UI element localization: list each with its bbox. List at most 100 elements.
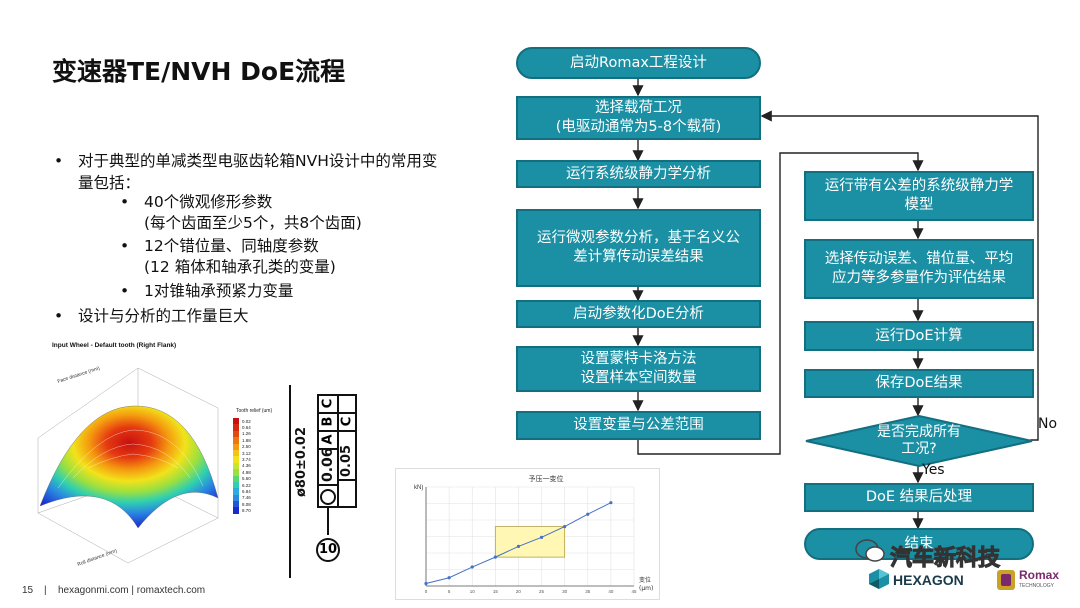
chart-x-tick-label: 45 [631, 589, 637, 594]
flow-node-label: 保存DoE结果 [875, 375, 963, 391]
wechat-icon [855, 538, 885, 564]
chart-title: 予压一变位 [529, 474, 564, 483]
chart-ylabel: kN) [414, 485, 423, 491]
chart-x-tick-label: 25 [539, 589, 545, 594]
flow-node-label: 运行带有公差的系统级静力学 [824, 178, 1014, 194]
gdt-diameter-text: ø80±0.02 [294, 427, 309, 497]
gdt-callout: ø80±0.02 0.06 C B A C 0.05 10 [288, 385, 358, 578]
surface-legend-swatch [233, 494, 239, 502]
hexagon-logo-icon [868, 568, 890, 590]
surface-legend-entry: 6.84 [233, 488, 251, 495]
surface-legend-entry: 3.74 [233, 456, 251, 463]
flow-node-label: 结束 [904, 535, 934, 552]
surface-legend-swatch [233, 437, 239, 444]
bullet-dot: • [54, 307, 64, 325]
gdt-row1-datum-b: B [320, 416, 336, 427]
flow-node-label: 工况? [901, 441, 937, 457]
surface-legend-entry: 1.26 [233, 430, 251, 438]
gdt-row1-datum-c: C [320, 398, 336, 409]
surface-legend-entry: 5.60 [233, 475, 251, 482]
bullet-line: 量包括： [78, 174, 141, 192]
surface-legend-value: 1.88 [242, 437, 251, 443]
flow-node-label: 启动参数化DoE分析 [573, 305, 704, 322]
flow-tolerance-node: 设置变量与公差范围 [516, 411, 761, 440]
flow-node-label: (电驱动通常为5-8个载荷) [555, 119, 722, 135]
chart-x-tick-label: 40 [608, 589, 614, 594]
sub-bullet-line: (每个齿面至少5个，共8个齿面) [144, 214, 362, 232]
flow-postprocess-node: DoE 结果后处理 [804, 483, 1034, 512]
surface-legend-value: 0.64 [242, 425, 251, 431]
surface-legend-swatch [233, 501, 239, 508]
flow-node-label: DoE 结果后处理 [865, 489, 973, 505]
sub-bullet-line: 1对锥轴承预紧力变量 [144, 282, 294, 300]
chart-data-point [424, 581, 428, 586]
chart-xlabel: 变位 [639, 576, 651, 584]
surface-legend-swatch [233, 475, 239, 482]
bullet-variables: • 对于典型的单减类型电驱齿轮箱NVH设计中的常用变 量包括： [54, 150, 504, 194]
surface-legend-swatch [233, 462, 239, 470]
surface-legend-value: 1.26 [242, 431, 251, 437]
surface-legend-value: 4.36 [242, 463, 251, 469]
surface-legend-entry: 1.88 [233, 437, 251, 444]
surface-legend-value: 7.46 [242, 495, 251, 501]
surface-legend-value: 8.08 [242, 501, 251, 507]
sub-bullet-line: (12 箱体和轴承孔类的变量) [144, 258, 336, 276]
flow-node-label: 运行系统级静力学分析 [566, 165, 711, 182]
flow-node-label: 设置样本空间数量 [580, 370, 697, 386]
surface-legend-swatch [233, 456, 239, 463]
romax-logo-subtext: TECHNOLOGY [1019, 583, 1055, 589]
surface-legend-entry: 3.12 [233, 449, 251, 457]
surface-legend-value: 8.70 [242, 508, 251, 514]
surface-legend-entry: 7.46 [233, 494, 251, 502]
surface-legend-value: 3.12 [242, 450, 251, 456]
surface-legend-entry: 6.22 [233, 481, 251, 489]
flow-tolerance-model-node: 运行带有公差的系统级静力学 模型 [804, 171, 1034, 221]
surface-axis-label-bottom: Roll distance (mm) [77, 548, 119, 568]
sub-bullet-preload: • 1对锥轴承预紧力变量 [120, 281, 500, 302]
chart-data-point [539, 535, 544, 539]
flow-node-label: 是否完成所有 [877, 424, 961, 440]
sub-bullet-micro: • 40个微观修形参数 (每个齿面至少5个，共8个齿面) [120, 192, 500, 234]
surface-legend-entry: 4.36 [233, 462, 251, 470]
surface-legend-value: 3.74 [242, 457, 251, 463]
bullet-workload: • 设计与分析的工作量巨大 [54, 305, 504, 327]
flow-select-outputs-node: 选择传动误差、错位量、平均 应力等多参量作为评估结果 [804, 239, 1034, 299]
surface-axis-label-top: Face distance (mm) [57, 365, 101, 384]
chart-x-tick-label: 10 [470, 589, 476, 594]
surface-legend-entry: 2.50 [233, 443, 251, 450]
gdt-row2-datum: C [339, 416, 355, 427]
bullet-line: 对于典型的单减类型电驱齿轮箱NVH设计中的常用变 [78, 152, 438, 170]
surface-legend-swatch [233, 507, 239, 514]
footer-links: hexagonmi.com | romaxtech.com [58, 585, 206, 596]
surface-legend-value: 5.60 [242, 476, 251, 482]
bullet-dot: • [120, 193, 130, 211]
sub-bullet-line: 12个错位量、同轴度参数 [144, 237, 319, 255]
chart-data-point [586, 512, 590, 516]
decision-no-label: No [1038, 416, 1058, 432]
surface-legend-entry: 8.70 [233, 507, 251, 514]
surface-legend-swatch [233, 443, 239, 450]
flow-node-label: 启动Romax工程设计 [570, 54, 707, 71]
surface-legend-value: 4.98 [242, 469, 251, 475]
surface-plot-graphic: Face distance (mm) Roll distance (mm) [37, 365, 219, 568]
romax-logo-icon [996, 569, 1016, 591]
bullet-line: 设计与分析的工作量巨大 [78, 307, 249, 325]
flow-node-label: 设置变量与公差范围 [573, 417, 704, 433]
chart-data-point [609, 501, 613, 505]
surface-legend-value: 0.02 [242, 418, 251, 424]
flow-select-load-node: 选择载荷工况 (电驱动通常为5-8个载荷) [516, 96, 761, 140]
flow-node-label: 选择载荷工况 [595, 100, 682, 116]
chart-x-tick-label: 5 [448, 589, 451, 594]
flow-node-label: 选择传动误差、错位量、平均 [824, 251, 1014, 267]
flow-node-label: 应力等多参量作为评估结果 [832, 270, 1006, 286]
surface-legend-swatch [233, 418, 239, 425]
surface-plot: Input Wheel - Default tooth (Right Flank… [18, 338, 283, 578]
bullet-dot: • [54, 152, 64, 170]
surface-legend-entry: 8.08 [233, 501, 251, 508]
decision-diamond-shape [805, 414, 1033, 468]
bullet-dot: • [120, 237, 130, 255]
gdt-diameter-wrap: ø80±0.02 [292, 415, 316, 497]
